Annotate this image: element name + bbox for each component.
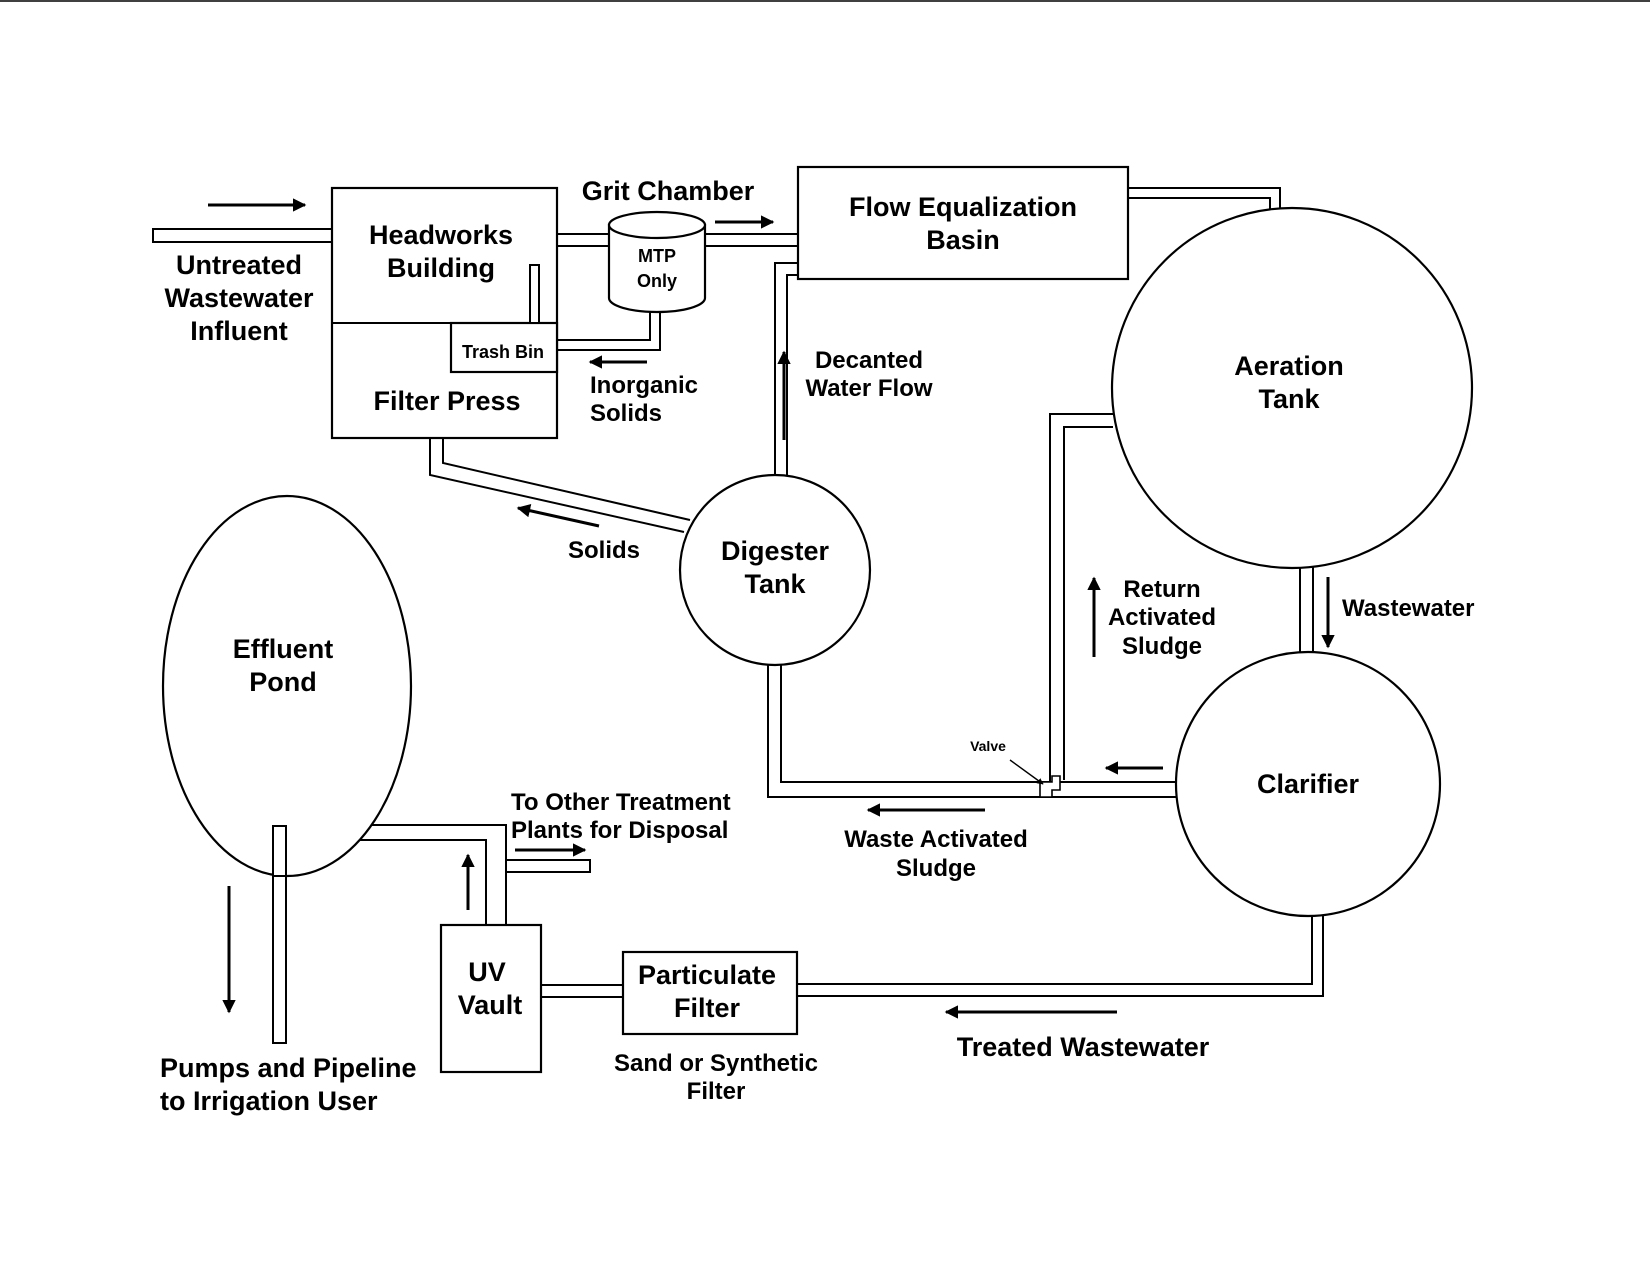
aeration-clarifier-pipe [1299, 562, 1314, 659]
svg-text:Effluent: Effluent [233, 634, 334, 664]
svg-text:Building: Building [387, 253, 495, 283]
ras-pipe-a [1049, 413, 1113, 790]
svg-text:Untreated: Untreated [176, 250, 302, 280]
uv-vault [439, 923, 543, 1074]
solids-pipe-a [429, 438, 685, 533]
grit-trash-pipe-b [557, 305, 661, 351]
digester-tank-label: Digester Tank [721, 536, 830, 599]
aeration-tank [1110, 206, 1474, 570]
solids-arrow [516, 504, 600, 528]
grit-trash-pipe-a [557, 305, 651, 341]
decant-pipe-a [774, 262, 798, 482]
trash-bin [449, 321, 559, 374]
particulate-filter-label: Particulate Filter [638, 960, 776, 1023]
solids-pipe-b [442, 438, 691, 521]
treated-pipe-b [797, 910, 1324, 997]
svg-text:Inorganic: Inorganic [590, 372, 698, 399]
filter-uv-pipe [540, 984, 624, 998]
flow-equalization-basin [796, 165, 1130, 281]
svg-text:Tank: Tank [1258, 384, 1320, 414]
svg-text:Pumps and Pipeline: Pumps and Pipeline [160, 1053, 417, 1083]
svg-text:Aeration: Aeration [1234, 351, 1344, 381]
clarifier [1174, 650, 1442, 918]
ras-pipe-b [1063, 426, 1113, 780]
svg-text:Sludge: Sludge [1122, 633, 1202, 660]
was-pipe-a [767, 660, 1178, 798]
svg-text:Water Flow: Water Flow [805, 375, 932, 402]
inorganic-solids-label: Inorganic Solids [590, 372, 698, 427]
svg-text:Basin: Basin [926, 225, 1000, 255]
influent-pipe [152, 228, 334, 243]
return-activated-label: Return Activated Sludge [1108, 576, 1216, 660]
grit-chamber-body [607, 223, 707, 314]
digester-tank [678, 473, 872, 667]
svg-text:Only: Only [637, 271, 677, 291]
grit-chamber-label: Grit Chamber [582, 176, 755, 206]
svg-text:Solids: Solids [590, 400, 662, 427]
sand-filter-label: Sand or Synthetic Filter [614, 1050, 818, 1105]
svg-text:Filter: Filter [687, 1078, 746, 1105]
grit-chamber-top [607, 210, 707, 240]
clarifier-label: Clarifier [1257, 769, 1360, 799]
svg-text:Wastewater: Wastewater [164, 283, 314, 313]
svg-text:Headworks: Headworks [369, 220, 513, 250]
svg-text:To Other Treatment: To Other Treatment [511, 789, 731, 816]
svg-text:Flow Equalization: Flow Equalization [849, 192, 1077, 222]
svg-text:Sludge: Sludge [896, 855, 976, 882]
headworks-label: Headworks Building [369, 220, 513, 283]
svg-text:to Irrigation User: to Irrigation User [160, 1086, 378, 1116]
headworks-building [330, 186, 559, 440]
pumps-pipeline-label: Pumps and Pipeline to Irrigation User [160, 1053, 417, 1116]
mtp-only-label: MTP Only [637, 246, 677, 291]
valve-icon [1009, 759, 1061, 798]
svg-text:MTP: MTP [638, 246, 676, 266]
solids-label: Solids [568, 537, 640, 564]
decanted-label: Decanted Water Flow [805, 347, 932, 402]
uv-pond-pipe-a [350, 839, 487, 925]
headworks-grit-pipe [556, 233, 610, 247]
svg-text:Filter: Filter [674, 993, 741, 1023]
filter-press-label: Filter Press [373, 386, 520, 416]
svg-text:Decanted: Decanted [815, 347, 923, 374]
svg-text:Influent: Influent [190, 316, 287, 346]
effluent-pond-label: Effluent Pond [233, 634, 334, 697]
untreated-label: Untreated Wastewater Influent [164, 250, 314, 346]
treated-pipe-a [797, 910, 1313, 985]
aeration-tank-label: Aeration Tank [1234, 351, 1344, 414]
svg-text:Sand or Synthetic: Sand or Synthetic [614, 1050, 818, 1077]
uv-pond-pipe-b [350, 824, 507, 925]
svg-text:Pond: Pond [249, 667, 317, 697]
svg-text:Vault: Vault [458, 990, 523, 1020]
flow-equalization-label: Flow Equalization Basin [849, 192, 1077, 255]
particulate-filter [621, 950, 799, 1036]
treated-wastewater-label: Treated Wastewater [957, 1032, 1210, 1062]
svg-text:UV: UV [468, 957, 506, 987]
decant-pipe-b [786, 274, 798, 482]
trash-bin-label: Trash Bin [462, 342, 544, 362]
irrigation-pipe-top [272, 825, 287, 877]
valve-label: Valve [970, 738, 1006, 754]
svg-text:Digester: Digester [721, 536, 830, 566]
headworks-vertical-pipe-top [529, 264, 540, 324]
svg-text:Tank: Tank [744, 569, 806, 599]
grit-flow-pipe [704, 233, 799, 247]
svg-text:Plants for Disposal: Plants for Disposal [511, 817, 728, 844]
svg-text:Return: Return [1123, 576, 1200, 603]
disposal-pipe [506, 859, 591, 873]
was-pipe-b [780, 660, 1178, 783]
waste-activated-label: Waste Activated Sludge [844, 826, 1028, 882]
svg-text:Waste Activated: Waste Activated [844, 826, 1028, 853]
svg-text:Particulate: Particulate [638, 960, 776, 990]
to-other-label: To Other Treatment Plants for Disposal [511, 789, 731, 844]
wastewater-label: Wastewater [1342, 595, 1475, 622]
svg-text:Activated: Activated [1108, 604, 1216, 631]
uv-vault-label: UV Vault [458, 957, 523, 1020]
